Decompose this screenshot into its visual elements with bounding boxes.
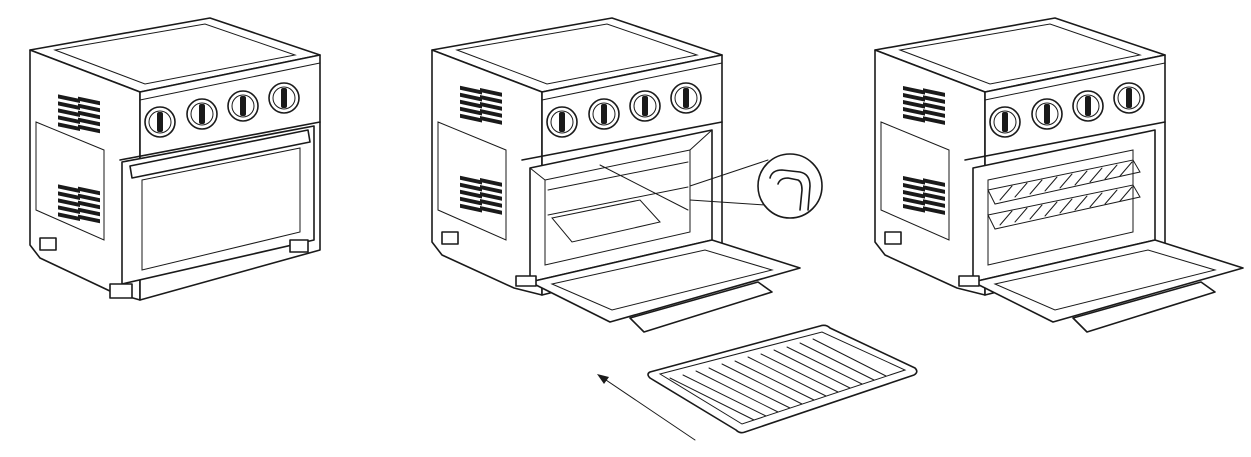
oven-closed-panel bbox=[29, 17, 321, 301]
wire-rack-icon bbox=[647, 324, 918, 434]
oven-with-rack-panel bbox=[874, 17, 1244, 333]
magnified-detail-icon bbox=[689, 153, 823, 219]
oven-icon bbox=[29, 17, 321, 301]
oven-icon bbox=[431, 17, 801, 333]
oven-open-panel bbox=[431, 17, 918, 441]
oven-icon bbox=[874, 17, 1244, 333]
insert-arrow-icon bbox=[597, 374, 696, 441]
